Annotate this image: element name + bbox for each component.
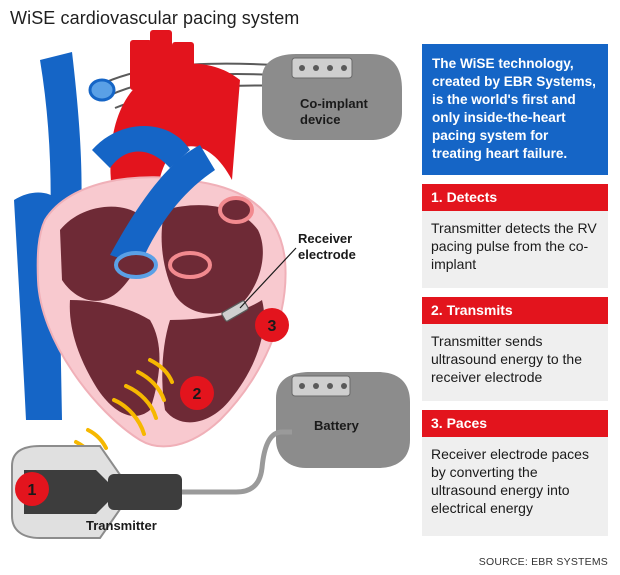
receiver-pointer	[239, 247, 297, 309]
aortic-branch	[150, 30, 172, 80]
battery-device	[276, 372, 410, 468]
pulmonary-artery	[92, 126, 190, 168]
co-implant-label-line1: Co-implant	[300, 96, 369, 111]
vessel-opening	[88, 78, 116, 102]
transmitter-device	[11, 445, 182, 539]
step-1-body: Transmitter detects the RV pacing pulse …	[422, 211, 608, 288]
step-3-title: 3. Paces	[422, 410, 608, 437]
step-3-body: Receiver electrode paces by converting t…	[422, 437, 608, 536]
svg-text:1: 1	[28, 482, 37, 499]
step-2-title: 2. Transmits	[422, 297, 608, 324]
receiver-label-line2: electrode	[298, 247, 356, 262]
aortic-branch	[172, 42, 194, 86]
battery-cable	[180, 429, 292, 495]
vessel-opening	[114, 251, 158, 279]
marker-3: 3	[255, 308, 289, 342]
vessel-opening	[218, 196, 254, 224]
aortic-branch	[130, 40, 152, 90]
svg-text:3: 3	[268, 318, 277, 335]
transmitter-label: Transmitter	[86, 518, 157, 533]
marker-2: 2	[180, 376, 214, 410]
source-credit: SOURCE: EBR SYSTEMS	[478, 556, 608, 568]
superior-vena-cava	[40, 52, 82, 235]
co-implant-label-line2: device	[300, 112, 340, 127]
step-2-body: Transmitter sends ultrasound energy to t…	[422, 324, 608, 401]
co-implant-device	[262, 54, 402, 140]
marker-1: 1	[15, 472, 49, 506]
svg-text:2: 2	[193, 386, 202, 403]
receiver-label-line1: Receiver	[298, 231, 352, 246]
page-title: WiSE cardiovascular pacing system	[10, 8, 300, 28]
heart-diagram: 1 2 3 Co-implant device Receiver electro…	[11, 30, 410, 539]
step-1-title: 1. Detects	[422, 184, 608, 211]
left-atrium	[60, 206, 144, 301]
vessel-opening	[168, 251, 212, 279]
right-atrium	[161, 205, 263, 314]
intro-panel: The WiSE technology, created by EBR Syst…	[422, 44, 608, 175]
battery-label: Battery	[314, 418, 360, 433]
left-ventricle	[69, 300, 160, 416]
pulmonary-trunk	[110, 145, 215, 265]
